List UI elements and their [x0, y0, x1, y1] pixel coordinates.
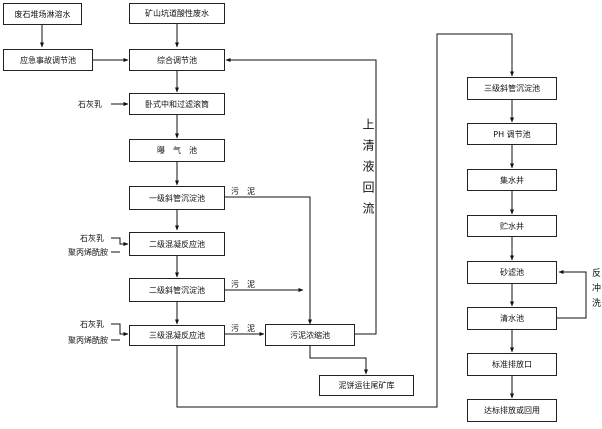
box-primary-settler: 一级斜管沉淀池 [129, 186, 225, 210]
box-aeration-tank: 曝 气 池 [129, 139, 225, 162]
box-mine-acid-water: 矿山坑道酸性废水 [129, 3, 225, 24]
label-lime-milk-1: 石灰乳 [78, 100, 102, 109]
box-tertiary-settler: 三级斜管沉淀池 [467, 77, 557, 100]
arrow-b11-b12 [309, 346, 368, 375]
box-emergency-tank: 应急事故调节池 [3, 49, 93, 71]
supernatant-return-line [225, 58, 377, 335]
label-backwash: 反冲洗 [590, 268, 600, 313]
label-pam-3: 聚丙烯酰胺 [68, 336, 108, 345]
box-standard-outlet: 标准排放口 [467, 353, 557, 376]
arrow-reagent-b10 [111, 323, 129, 336]
label-pam-2: 聚丙烯酰胺 [68, 248, 108, 257]
box-sludge-thickener: 污泥浓缩池 [265, 324, 355, 346]
box-storage-well: 贮水井 [467, 215, 557, 237]
label-sludge-3: 污 泥 [231, 324, 255, 333]
box-waste-rock-leachate: 废石堆场淋溶水 [3, 3, 82, 25]
label-lime-milk-3: 石灰乳 [80, 320, 104, 329]
box-tertiary-coagulation: 三级混凝反应池 [129, 325, 225, 346]
box-sand-filter: 砂滤池 [467, 261, 557, 284]
label-supernatant-return: 上清液回流 [361, 118, 375, 223]
box-neutralization-drum: 卧式中和过滤滚筒 [129, 93, 225, 115]
label-sludge-1: 污 泥 [231, 187, 255, 196]
sludge-line-1 [225, 196, 312, 325]
box-discharge-or-reuse: 达标排放或回用 [467, 399, 557, 422]
box-collection-well: 集水井 [467, 169, 557, 191]
box-secondary-settler: 二级斜管沉淀池 [129, 278, 225, 302]
backwash-loop [557, 270, 587, 319]
box-clear-water-tank: 清水池 [467, 307, 557, 330]
box-sludge-cake-transport: 泥饼运往尾矿库 [319, 375, 414, 396]
box-ph-adjust-tank: PH 调节池 [467, 123, 557, 145]
label-lime-milk-2: 石灰乳 [80, 234, 104, 243]
label-sludge-2: 污 泥 [231, 280, 255, 289]
box-equalization-tank: 综合调节池 [129, 49, 225, 71]
arrow-reagent-b8 [111, 237, 129, 246]
box-secondary-coagulation: 二级混凝反应池 [129, 232, 225, 256]
transfer-line [176, 33, 514, 408]
